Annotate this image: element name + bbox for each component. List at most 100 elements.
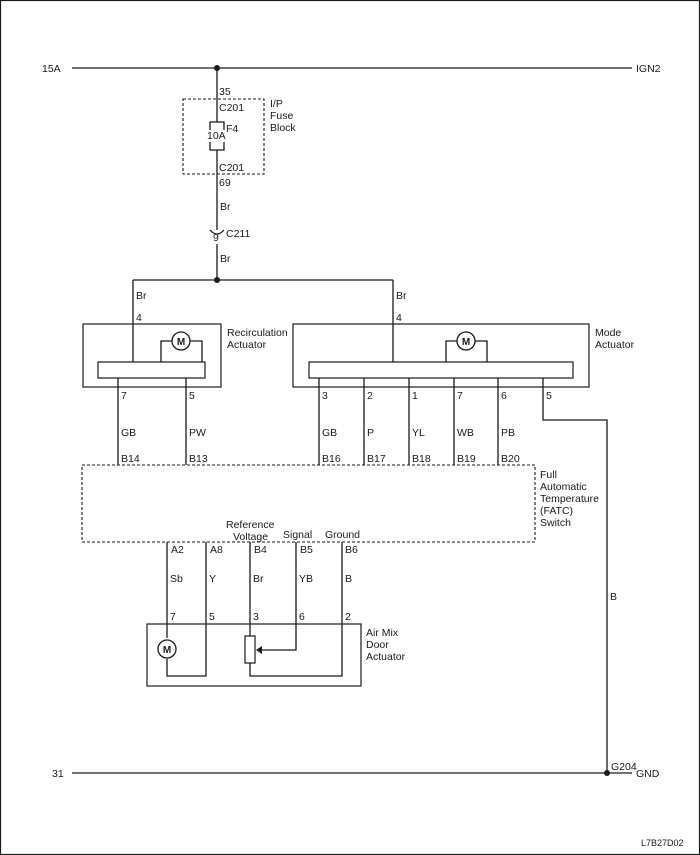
fatc-pin-b4: B4 [254, 544, 267, 556]
mode-fatc-pin-2: B18 [412, 453, 431, 465]
airmix-motor-icon: M [157, 639, 177, 659]
fatc-pin-b6: B6 [345, 544, 358, 556]
ground-point-label: G204 [611, 761, 637, 773]
airmix-wire-3: YB [299, 573, 313, 585]
diagram-id: L7B27D02 [641, 838, 684, 848]
airmix-motor-letter: M [163, 645, 171, 656]
mode-fatc-pin-1: B17 [367, 453, 386, 465]
airmix-pin-2: 3 [253, 611, 259, 623]
mode-wire-1: P [367, 427, 374, 439]
mode-feed-wire-label: Br [396, 290, 407, 302]
mode-pin-3: 7 [457, 390, 463, 402]
fatc-pin-b5: B5 [300, 544, 313, 556]
fatc-pin-a2: A2 [171, 544, 184, 556]
power-left-label: 15A [42, 63, 61, 75]
recirc-fatc-pin-0: B14 [121, 453, 140, 465]
wire-br-lower: Br [220, 253, 231, 265]
recirc-pin-1: 5 [189, 390, 195, 402]
mode-wire-0: GB [322, 427, 337, 439]
airmix-label-1: Air Mix [366, 627, 399, 639]
airmix-wire-4: B [345, 573, 352, 585]
fatc-pin-a8: A8 [210, 544, 223, 556]
fatc-ground-label: Ground [325, 529, 360, 541]
fatc-label-1: Automatic [540, 481, 587, 493]
mode-actuator-box [292, 323, 590, 388]
mode-ground-wire [542, 378, 608, 773]
airmix-pin-0: 7 [170, 611, 176, 623]
fatc-label-0: Full [540, 469, 557, 481]
airmix-pin-4: 2 [345, 611, 351, 623]
airmix-wire-b [249, 542, 343, 677]
mode-pin-4: 6 [501, 390, 507, 402]
mode-label-2: Actuator [595, 339, 635, 351]
mode-motor-letter: M [462, 337, 470, 348]
fuse-block-outline [182, 98, 265, 175]
airmix-wire-1: Y [209, 573, 216, 585]
recirc-feed-pin: 4 [136, 312, 142, 324]
fuse-bottom-connector: C201 [219, 162, 244, 174]
mode-wire-3: WB [457, 427, 474, 439]
recirc-wire-1: PW [189, 427, 206, 439]
recirc-label-1: Recirculation [227, 327, 288, 339]
fatc-reference-label-2: Voltage [233, 531, 268, 543]
recirc-fatc-pin-1: B13 [189, 453, 208, 465]
fuse-block-label-2: Fuse [270, 110, 294, 122]
mode-pin-2: 1 [412, 390, 418, 402]
mode-pin-0: 3 [322, 390, 328, 402]
ground-right-label: GND [636, 768, 660, 780]
fatc-signal-label: Signal [283, 529, 312, 541]
airmix-wire-yb [259, 542, 297, 651]
recirc-motor-letter: M [177, 337, 185, 348]
recirc-wire-0: GB [121, 427, 136, 439]
fuse-block-label-3: Block [270, 122, 296, 134]
mode-wire-4: PB [501, 427, 515, 439]
recirc-actuator-box [82, 323, 222, 388]
mode-fatc-pin-4: B20 [501, 453, 520, 465]
recirc-label-2: Actuator [227, 339, 267, 351]
connector-c211-pin: 9 [213, 232, 219, 244]
fatc-reference-label-1: Reference [226, 519, 275, 531]
airmix-pin-3: 6 [299, 611, 305, 623]
fatc-label-4: Switch [540, 517, 571, 529]
fuse-top-pin: 35 [219, 86, 231, 98]
airmix-label-2: Door [366, 639, 389, 651]
recirc-pin-0: 7 [121, 390, 127, 402]
mode-fatc-pin-0: B16 [322, 453, 341, 465]
connector-c211-name: C211 [226, 228, 250, 240]
mode-feed-pin: 4 [396, 312, 402, 324]
airmix-wire-sb-return [166, 542, 207, 677]
ground-splice [604, 770, 610, 776]
fatc-label-2: Temperature [540, 493, 599, 505]
fatc-label-3: (FATC) [540, 505, 573, 517]
airmix-wire-0: Sb [170, 573, 183, 585]
fatc-switch-outline [81, 464, 536, 543]
airmix-potentiometer [244, 635, 256, 664]
fuse-rating: 10A [207, 130, 226, 142]
mode-ground-wire-label: B [610, 591, 617, 603]
recirc-motor-icon: M [171, 331, 191, 351]
fuse-block-label-1: I/P [270, 98, 283, 110]
recirc-feed-wire-label: Br [136, 290, 147, 302]
mode-fatc-pin-3: B19 [457, 453, 476, 465]
mode-label-1: Mode [595, 327, 621, 339]
mode-actuator-bar [308, 361, 574, 379]
recirc-actuator-bar [97, 361, 206, 379]
airmix-wiper-arrow [256, 646, 262, 654]
airmix-label-3: Actuator [366, 651, 406, 663]
mode-pin-5: 5 [546, 390, 552, 402]
airmix-actuator-box [146, 623, 362, 687]
fuse-bottom-pin: 69 [219, 177, 231, 189]
wire-br-upper: Br [220, 201, 231, 213]
ground-left-label: 31 [52, 768, 64, 780]
fuse-name: F4 [226, 123, 238, 135]
fuse-top-connector: C201 [219, 102, 244, 114]
mode-motor-icon: M [456, 331, 476, 351]
airmix-wire-2: Br [253, 573, 264, 585]
connector-c211-symbol [209, 229, 225, 235]
airmix-pin-1: 5 [209, 611, 215, 623]
mode-wire-2: YL [412, 427, 425, 439]
power-right-label: IGN2 [636, 63, 661, 75]
fuse-symbol [209, 121, 225, 151]
